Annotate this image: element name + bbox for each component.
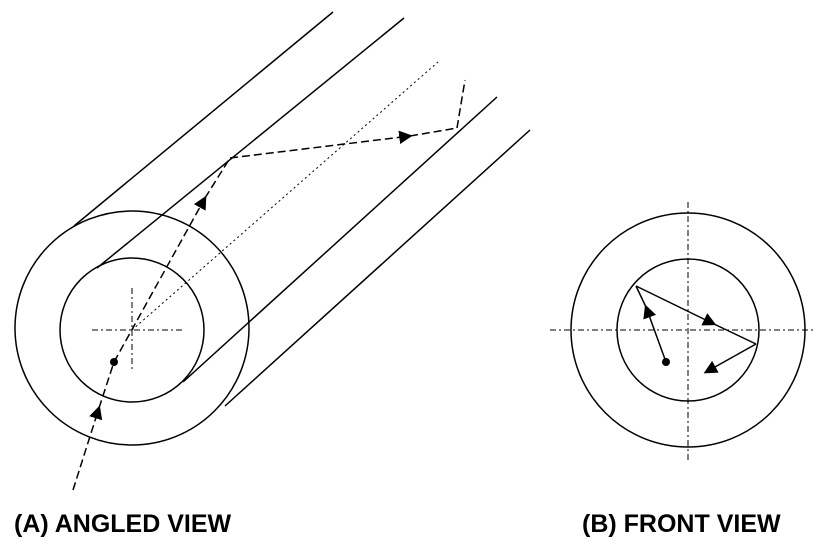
- cladding-edge-top: [73, 11, 334, 227]
- skew-ray-segment-2-continuation: [409, 127, 458, 137]
- cladding-edge-bottom: [224, 129, 531, 407]
- cladding-outer-circle: [14, 210, 250, 446]
- angled-view-caption: (A) ANGLED VIEW: [14, 510, 232, 538]
- front-view-caption: (B) FRONT VIEW: [582, 510, 781, 538]
- front-view-figure: [550, 202, 813, 462]
- front-ray-segment-3: [703, 343, 757, 374]
- incoming-ray: [72, 405, 103, 491]
- skew-ray-segment-2: [229, 130, 413, 159]
- front-ray-segment-2-continuation: [713, 323, 757, 345]
- skew-ray-segment-3: [456, 79, 466, 129]
- skew-ray-segment-1-continuation: [204, 157, 231, 199]
- front-ray-segment-2: [635, 285, 717, 326]
- angled-view-figure: [14, 11, 531, 491]
- core-edge-bottom: [182, 96, 498, 383]
- core-edge-top: [96, 17, 405, 269]
- core-inner-circle: [59, 257, 205, 403]
- skew-ray-segment-1: [113, 195, 207, 363]
- front-ray-segment-1-continuation: [635, 285, 647, 308]
- front-ray-segment-1: [643, 304, 667, 363]
- incoming-ray-continuation: [98, 361, 115, 409]
